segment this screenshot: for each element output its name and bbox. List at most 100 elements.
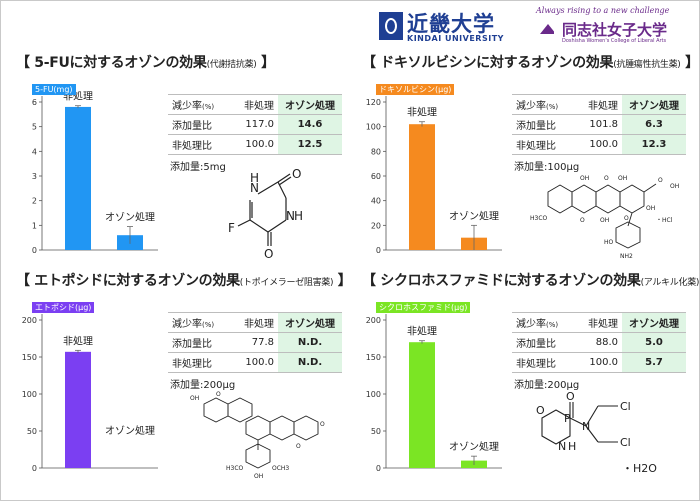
row-label: 添加量比 bbox=[168, 114, 232, 135]
panel-category: (トポイメラーゼ阻害薬) bbox=[239, 278, 334, 288]
table-header-reduction: 減少率(%) bbox=[512, 312, 576, 333]
untreated-value: 88.0 bbox=[576, 332, 622, 353]
reduction-label: 減少率 bbox=[516, 319, 546, 330]
y-tick-label: 20 bbox=[371, 221, 381, 230]
atom-label: N bbox=[582, 420, 590, 433]
ozone-value: 6.3 bbox=[622, 114, 686, 135]
table-header-ozone: オゾン処理 bbox=[278, 312, 342, 333]
atom-label: O bbox=[566, 390, 575, 403]
table-header-row: 減少率(%) 非処理 オゾン処理 bbox=[512, 312, 686, 333]
bar-category-label: オゾン処理 bbox=[105, 211, 155, 224]
table-header-untreated: 非処理 bbox=[576, 94, 622, 115]
reduction-label: 減少率 bbox=[172, 101, 202, 112]
atom-label: Cl bbox=[620, 436, 631, 449]
table-row: 添加量比 88.0 5.0 bbox=[512, 332, 686, 353]
table-header-ozone: オゾン処理 bbox=[622, 312, 686, 333]
doshisha-emblem-icon bbox=[540, 24, 554, 34]
y-tick-label: 40 bbox=[371, 197, 381, 206]
pct-unit: (%) bbox=[546, 321, 559, 329]
atom-label: O bbox=[292, 167, 301, 181]
bar-category-label: 非処理 bbox=[63, 334, 93, 347]
table-row: 添加量比 77.8 N.D. bbox=[168, 332, 342, 353]
atom-label: H3CO bbox=[226, 465, 244, 472]
y-tick-label: 2 bbox=[32, 197, 37, 206]
atom-label: NH2 bbox=[620, 253, 633, 260]
atom-label: H bbox=[250, 171, 259, 185]
atom-label: ・HCl bbox=[656, 217, 673, 224]
atom-label: O bbox=[320, 421, 325, 428]
doshisha-english-name: Doshisha Women's College of Liberal Arts bbox=[562, 38, 667, 44]
structure-etoposide: OH O O O H3CO OCH3 OH bbox=[186, 390, 336, 484]
atom-label: P bbox=[564, 412, 571, 425]
y-tick-label: 200 bbox=[22, 316, 37, 325]
panel-category: (アルキル化薬) bbox=[640, 278, 700, 288]
y-tick-label: 1 bbox=[32, 221, 37, 230]
atom-label: OH bbox=[580, 175, 589, 182]
5fu-structure-image: N H O F N H O bbox=[228, 167, 303, 261]
atom-label: ・H2O bbox=[622, 462, 657, 475]
atom-label: N bbox=[286, 209, 295, 223]
y-tick-label: 100 bbox=[22, 390, 37, 399]
ozone-value: 14.6 bbox=[278, 114, 342, 135]
y-tick-label: 6 bbox=[32, 98, 37, 107]
panel-title-text: 【 ドキソルビシンに対するオゾンの効果 bbox=[362, 55, 614, 71]
row-label: 非処理比 bbox=[168, 134, 232, 155]
atom-label: OH bbox=[670, 183, 679, 190]
bar-category-label: オゾン処理 bbox=[449, 440, 499, 453]
y-tick-label: 80 bbox=[371, 147, 381, 156]
y-tick-label: 120 bbox=[366, 98, 381, 107]
panel-title-etoposide: 【 エトポシドに対するオゾンの効果(トポイメラーゼ阻害薬) 】 bbox=[16, 270, 352, 290]
pct-unit: (%) bbox=[202, 321, 215, 329]
panel-title-text: 【 シクロホスファミドに対するオゾンの効果 bbox=[362, 273, 641, 289]
y-tick-label: 50 bbox=[27, 427, 37, 436]
bar-category-label: 非処理 bbox=[407, 325, 437, 338]
chart-unit-label: 5-FU(mg) bbox=[32, 84, 76, 95]
table-header-row: 減少率(%) 非処理 オゾン処理 bbox=[512, 94, 686, 115]
dose-note: 添加量:5mg bbox=[170, 162, 226, 173]
pct-unit: (%) bbox=[546, 103, 559, 111]
table-header-reduction: 減少率(%) bbox=[168, 312, 232, 333]
y-tick-label: 50 bbox=[371, 427, 381, 436]
table-header-untreated: 非処理 bbox=[576, 312, 622, 333]
dose-note: 添加量:200μg bbox=[170, 380, 236, 391]
bar bbox=[409, 342, 435, 468]
chart-unit-label: エトポシド(μg) bbox=[32, 302, 95, 313]
table-row: 非処理比 100.0 12.5 bbox=[168, 134, 342, 155]
untreated-value: 101.8 bbox=[576, 114, 622, 135]
y-tick-label: 0 bbox=[32, 464, 37, 473]
panel-title-end: 】 bbox=[685, 55, 699, 71]
reduction-label: 減少率 bbox=[172, 319, 202, 330]
ozone-value: 5.7 bbox=[622, 352, 686, 373]
doshisha-logo: Always rising to a new challenge 同志社女子大学… bbox=[536, 6, 670, 46]
reduction-table-5fu: 減少率(%) 非処理 オゾン処理 添加量比 117.0 14.6 非処理比 10… bbox=[168, 94, 342, 155]
panel-category: (代謝拮抗薬) bbox=[206, 60, 257, 70]
atom-label: O bbox=[658, 177, 663, 184]
y-tick-label: 0 bbox=[376, 464, 381, 473]
y-tick-label: 4 bbox=[32, 147, 37, 156]
y-tick-label: 3 bbox=[32, 172, 37, 181]
panel-title-cyclophosphamide: 【 シクロホスファミドに対するオゾンの効果(アルキル化薬) 】 bbox=[362, 270, 700, 290]
table-header-ozone: オゾン処理 bbox=[278, 94, 342, 115]
table-header-row: 減少率(%) 非処理 オゾン処理 bbox=[168, 312, 342, 333]
table-row: 非処理比 100.0 N.D. bbox=[168, 352, 342, 373]
ozone-value: N.D. bbox=[278, 352, 342, 373]
atom-label: O bbox=[536, 404, 545, 417]
doshisha-motto: Always rising to a new challenge bbox=[536, 6, 670, 15]
structure-5fu: N H O F N H O bbox=[226, 167, 316, 264]
panel-title-doxorubicin: 【 ドキソルビシンに対するオゾンの効果(抗腫瘍性抗生薬) 】 bbox=[362, 52, 699, 72]
etoposide-structure-image: OH O O O H3CO OCH3 OH bbox=[190, 391, 325, 480]
y-tick-label: 150 bbox=[22, 353, 37, 362]
structure-doxorubicin: OH O OH O OH OH H3CO O OH O HO NH2 ・HCl bbox=[528, 170, 688, 264]
kindai-english-name: KINDAI UNIVERSITY bbox=[407, 34, 504, 43]
dose-note: 添加量:100μg bbox=[514, 162, 580, 173]
atom-label: F bbox=[228, 221, 235, 235]
atom-label: OH bbox=[190, 395, 199, 402]
table-row: 添加量比 101.8 6.3 bbox=[512, 114, 686, 135]
reduction-table-doxorubicin: 減少率(%) 非処理 オゾン処理 添加量比 101.8 6.3 非処理比 100… bbox=[512, 94, 686, 155]
atom-label: O bbox=[296, 443, 301, 450]
